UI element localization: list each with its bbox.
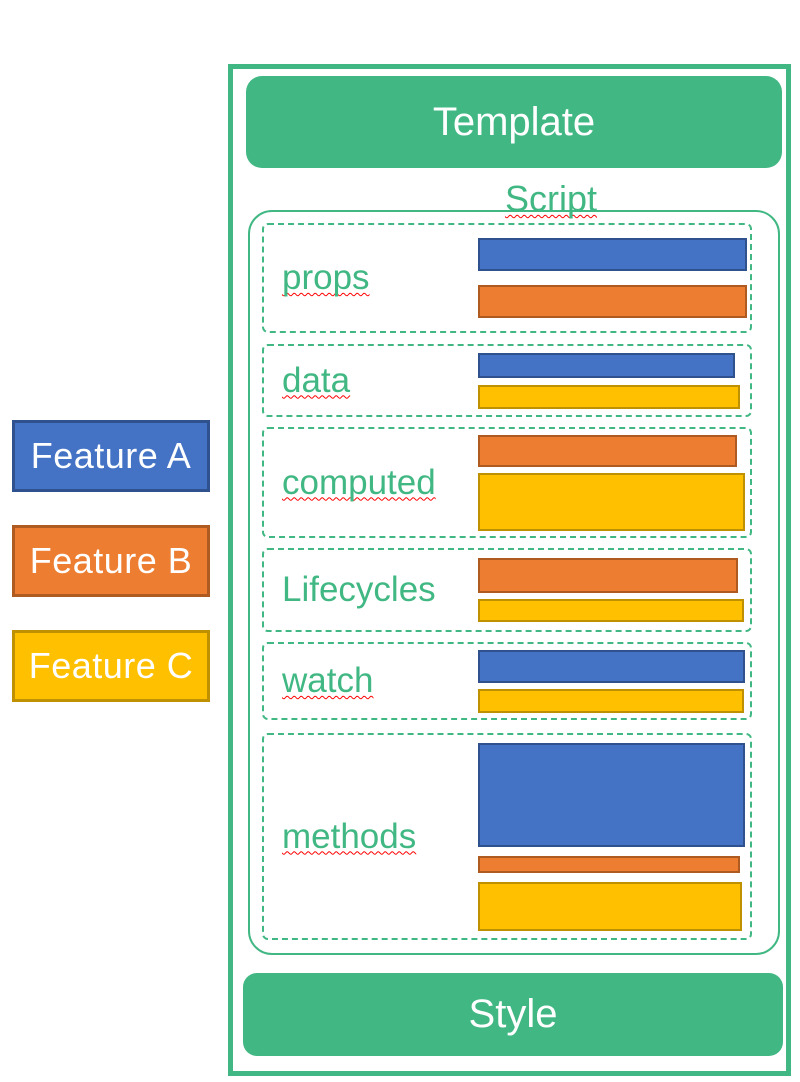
- legend: Feature A Feature B Feature C: [12, 420, 210, 702]
- bar-blue: [478, 238, 747, 271]
- bar-orange: [478, 285, 747, 318]
- bar-blue: [478, 353, 735, 378]
- feature-bars: [478, 735, 745, 938]
- bar-orange: [478, 558, 738, 593]
- section-label: Lifecycles: [282, 570, 436, 610]
- component-box: Template Script props data computedLifecyc…: [228, 64, 791, 1076]
- section-data: data: [262, 344, 752, 417]
- bar-yellow: [478, 385, 740, 409]
- legend-item-label: Feature C: [29, 645, 194, 687]
- section-watch: watch: [262, 642, 752, 720]
- style-label: Style: [469, 992, 558, 1037]
- section-label: data: [282, 361, 350, 401]
- section-lifecycles: Lifecycles: [262, 548, 752, 632]
- feature-bars: [478, 346, 740, 415]
- legend-item-label: Feature B: [30, 540, 193, 582]
- template-block: Template: [246, 76, 782, 168]
- section-methods: methods: [262, 733, 752, 940]
- legend-item-label: Feature A: [31, 435, 192, 477]
- feature-bars: [478, 550, 744, 630]
- bar-yellow: [478, 882, 742, 931]
- template-label: Template: [433, 100, 595, 145]
- bar-yellow: [478, 689, 744, 713]
- legend-item: Feature A: [12, 420, 210, 492]
- script-label: Script: [505, 178, 597, 220]
- section-props: props: [262, 223, 752, 333]
- section-computed: computed: [262, 427, 752, 538]
- script-block: props data computedLifecycles watch methods: [248, 210, 780, 955]
- feature-bars: [478, 644, 745, 718]
- feature-bars: [478, 429, 745, 536]
- section-label: watch: [282, 661, 373, 701]
- style-block: Style: [243, 973, 783, 1056]
- bar-orange: [478, 856, 740, 873]
- section-label: methods: [282, 817, 416, 857]
- bar-blue: [478, 650, 745, 683]
- section-label: props: [282, 258, 370, 298]
- legend-item: Feature B: [12, 525, 210, 597]
- bar-yellow: [478, 473, 745, 531]
- section-label: computed: [282, 463, 436, 503]
- bar-yellow: [478, 599, 744, 622]
- legend-item: Feature C: [12, 630, 210, 702]
- bar-blue: [478, 743, 745, 847]
- bar-orange: [478, 435, 737, 467]
- feature-bars: [478, 225, 747, 331]
